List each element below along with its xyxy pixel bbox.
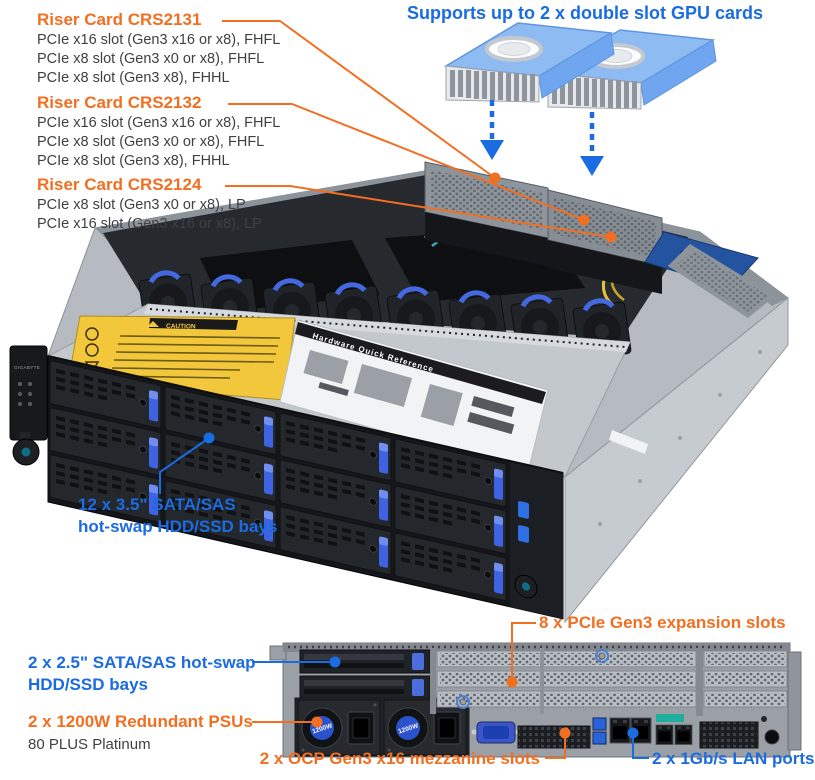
callout-dot-bays25 (329, 656, 341, 668)
gpu-arrowhead-2 (580, 156, 604, 176)
rear-bays25-line1: 2 x 2.5" SATA/SAS hot-swap (28, 653, 256, 672)
pcie-slot-field-right (703, 650, 788, 708)
callout-dot-psu (311, 716, 323, 728)
vga-port (471, 721, 521, 744)
callout-dot-riser1 (489, 172, 501, 184)
riser3-title: Riser Card CRS2124 (37, 175, 202, 194)
gpu-support-title: Supports up to 2 x double slot GPU cards (407, 3, 764, 23)
server-front-isometric: CAUTION Hardware Quick Reference (9, 161, 789, 624)
cover-hinge-strip (144, 304, 630, 352)
riser2-spec-line: PCIe x8 slot (Gen3 x8), FHHL (37, 153, 230, 169)
callout-line-ocp (545, 738, 566, 759)
rear-vent (699, 721, 759, 749)
callout-line-riser2 (228, 103, 585, 221)
riser1-spec-line: PCIe x8 slot (Gen3 x8), FHHL (37, 70, 230, 86)
rear-ocp-label: 2 x OCP Gen3 x16 mezzanine slots (259, 749, 540, 768)
rear-bays25-line2: HDD/SSD bays (28, 675, 148, 694)
usb3-port (518, 525, 529, 543)
lan-port-1 (609, 717, 631, 744)
rear-pcie-label: 8 x PCIe Gen3 expansion slots (539, 613, 786, 632)
riser2-title: Riser Card CRS2132 (37, 93, 202, 112)
front-bays-line2: hot-swap HDD/SSD bays (78, 517, 278, 536)
riser2-specs: PCIe x16 slot (Gen3 x16 or x8), FHFL PCI… (37, 114, 280, 171)
callout-lines (159, 20, 649, 759)
riser1-spec-line: PCIe x16 slot (Gen3 x16 or x8), FHFL (37, 32, 281, 48)
riser1-spec-line: PCIe x8 slot (Gen3 x0 or x8), FHFL (37, 51, 265, 67)
riser2-spec-line: PCIe x16 slot (Gen3 x16 or x8), FHFL (37, 115, 281, 131)
callout-line-riser3 (225, 185, 612, 238)
usb3-port (592, 717, 607, 731)
riser2-spec-line: PCIe x8 slot (Gen3 x0 or x8), FHFL (37, 134, 265, 150)
gpu-arrowhead-1 (480, 140, 504, 160)
lan-port-3 (674, 724, 693, 745)
rear-hole (764, 729, 780, 745)
front-drive-bezel (47, 355, 564, 620)
gpu-cards (444, 21, 718, 111)
riser3-spec-line: PCIe x16 slot (Gen3 x16 or x8), LP (37, 216, 262, 232)
rear-io-row (471, 714, 780, 749)
callout-dot-pcie (506, 676, 518, 688)
brand-text: GIGABYTE (14, 365, 40, 370)
rear-psu-sublabel: 80 PLUS Platinum (28, 736, 151, 753)
teal-label (656, 714, 684, 722)
usb3-port (592, 731, 607, 745)
riser-cage-2-opening (548, 240, 662, 294)
rear-bays25-label: 2 x 2.5" SATA/SAS hot-swap HDD/SSD bays (28, 652, 256, 696)
front-left-ear: GIGABYTE (9, 345, 48, 466)
usb3-port (518, 501, 529, 519)
chassis-side-panel (564, 296, 789, 624)
riser1-title: Riser Card CRS2131 (37, 10, 202, 29)
front-right-ear (510, 460, 563, 619)
server-rear-view (269, 642, 802, 758)
front-bays-label: 12 x 3.5" SATA/SAS hot-swap HDD/SSD bays (78, 494, 277, 538)
riser3-specs: PCIe x8 slot (Gen3 x0 or x8), LP PCIe x1… (37, 196, 262, 234)
riser-cage-1-opening (425, 212, 548, 266)
rear-psu-label: 2 x 1200W Redundant PSUs (28, 712, 253, 731)
riser1-specs: PCIe x16 slot (Gen3 x16 or x8), FHFL PCI… (37, 31, 280, 88)
callout-line-pcie (511, 622, 536, 680)
front-bays-line1: 12 x 3.5" SATA/SAS (78, 495, 236, 514)
callout-line-riser1 (222, 20, 496, 179)
warning-triangle-icon (147, 321, 159, 327)
side-sticker (609, 430, 648, 454)
callout-dot-riser2 (578, 214, 590, 226)
rear-right-ear (787, 651, 802, 751)
riser3-spec-line: PCIe x8 slot (Gen3 x0 or x8), LP (37, 197, 246, 213)
callout-line-front-bays (159, 437, 210, 494)
rear-lan-label: 2 x 1Gb/s LAN ports (652, 749, 815, 768)
ocp-mezzanine-vent (517, 725, 591, 749)
id-button (761, 716, 767, 722)
mgmt-lan-port (655, 724, 674, 745)
caution-title-text: CAUTION (166, 323, 196, 331)
callout-dot-ocp (559, 727, 571, 739)
rear-left-handle (269, 645, 287, 661)
callout-dot-riser3 (605, 231, 617, 243)
callout-dot-lan (627, 727, 639, 739)
callout-line-lan (632, 736, 649, 759)
pcie-slot-field (436, 650, 697, 708)
